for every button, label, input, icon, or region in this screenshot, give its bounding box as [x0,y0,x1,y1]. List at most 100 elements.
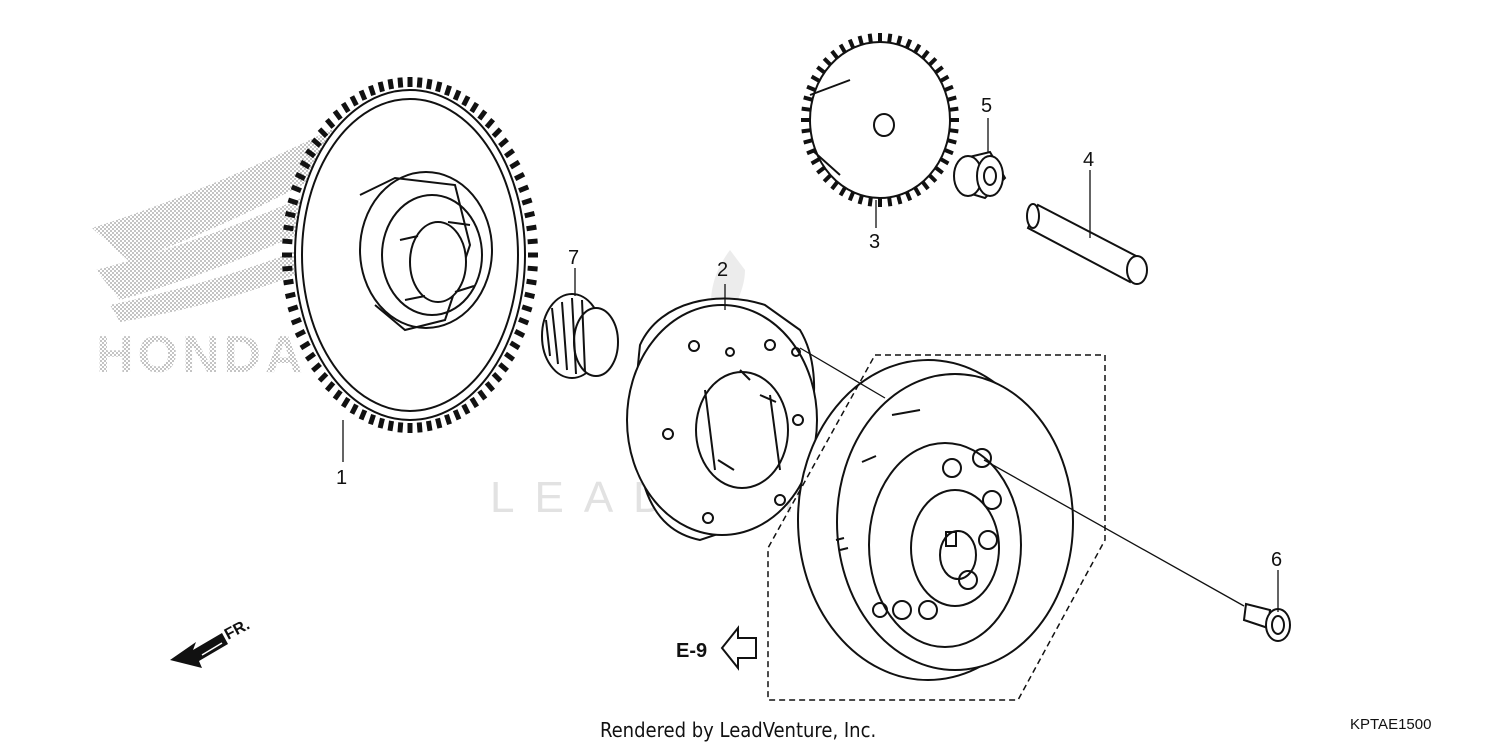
reference-arrow-icon[interactable] [720,625,757,671]
gear-tooth [822,57,832,67]
gear-tooth [830,180,839,191]
gear-tooth [294,329,306,339]
callout-6: 6 [1271,549,1282,571]
gear-tooth [477,389,488,401]
gear-tooth [947,138,957,145]
gear-tooth [349,95,359,107]
gear-tooth [527,265,538,272]
callout-4: 4 [1083,149,1094,171]
gear-tooth [896,194,903,205]
gear-tooth [317,372,329,383]
gear-tooth [358,89,368,101]
gear-tooth [368,414,376,426]
gear-tooth [299,159,311,170]
gear-tooth [526,224,537,232]
gear-tooth [452,89,462,101]
gear-tooth [469,101,480,114]
gear-tooth [387,420,395,432]
gear-tooth [921,49,930,60]
gear-tooth [943,148,954,156]
gear-tooth [484,381,496,392]
gear-tooth [311,362,322,373]
gear-tooth [283,278,294,286]
gear-tooth [435,81,443,93]
gear-tooth [527,238,538,245]
gear-tooth [514,171,526,181]
gear-tooth [349,403,359,415]
gear-tooth [526,278,537,286]
gear-tooth [904,38,913,49]
callout-7: 7 [568,247,579,269]
gear-tooth [304,148,317,159]
gear-tooth [332,109,343,121]
gear-tooth [518,184,530,194]
gear-tooth [801,128,811,134]
reference-e9[interactable]: E-9 [676,625,757,671]
rendered-by-footer: Rendered by LeadVenture, Inc. [600,718,877,742]
gear-tooth [822,173,832,183]
gear-tooth [287,304,299,313]
gear-tooth [397,77,404,88]
gear-tooth [521,304,533,313]
starter-driven-gear [282,77,538,433]
gear-tooth [287,197,299,206]
gear-tooth [324,118,336,129]
gear-tooth [801,106,811,112]
gear-tooth [425,420,433,432]
gear-tooth [294,171,306,181]
gear-tooth [311,137,322,148]
gear-tooth [949,106,959,112]
gear-tooth [921,180,930,191]
gear-tooth [857,35,864,46]
gear-tooth [416,77,423,88]
gear-tooth [896,35,903,46]
gear-tooth [847,38,856,49]
gear-tooth [324,381,336,392]
gear-tooth [518,316,530,326]
shaft [1026,203,1148,285]
collar [953,150,1007,200]
gear-tooth [509,340,521,351]
gear-tooth [947,95,957,102]
gear-tooth [491,127,503,138]
gear-tooth [461,95,471,107]
front-direction-arrow: FR. [170,616,253,668]
gear-tooth [810,74,821,83]
flywheel [797,359,1074,681]
flywheel-assembly-outline [767,354,1106,701]
gear-tooth [284,211,296,219]
gear-tooth [299,340,311,351]
gear-tooth [521,197,533,206]
gear-tooth [934,165,944,175]
gear-tooth [939,157,950,166]
gear-tooth [452,409,462,421]
gear-tooth [444,84,452,96]
gear-tooth [934,65,944,75]
gear-tooth [397,422,404,433]
honda-logo-text: HONDA [96,326,307,384]
gear-tooth [928,173,938,183]
fr-label: FR. [222,616,253,643]
gear-tooth [290,316,302,326]
gear-tooth [524,211,536,219]
gear-tooth [282,238,293,245]
gear-tooth [444,414,452,426]
gear-tooth [509,159,521,170]
gear-tooth [477,109,488,121]
gear-tooth [867,33,873,43]
reference-label[interactable]: E-9 [676,640,707,662]
gear-tooth [358,409,368,421]
gear-tooth [524,291,536,299]
gear-tooth [514,329,526,339]
gear-tooth [484,118,496,129]
callout-5: 5 [981,95,992,117]
gear-tooth [340,101,351,114]
gear-tooth [387,78,395,90]
callout-3: 3 [869,231,880,253]
gear-tooth [461,403,471,415]
gear-tooth [887,197,893,207]
gear-tooth [491,372,503,383]
gear-tooth [498,137,509,148]
gear-tooth [943,84,954,92]
